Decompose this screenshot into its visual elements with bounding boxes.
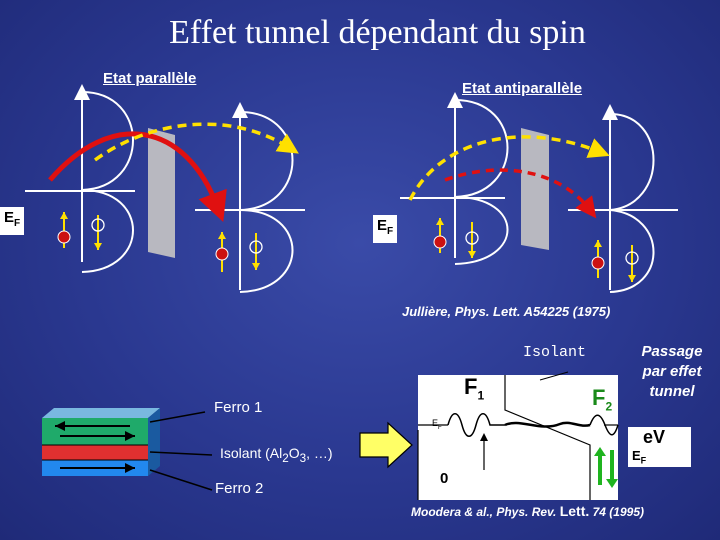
zero-label: 0 (440, 470, 449, 487)
dos-up-left-p (81, 91, 134, 191)
antiparallel-state-label: Etat antiparallèle (462, 80, 583, 97)
f2-label: F2 (592, 385, 613, 414)
ev-box (628, 427, 691, 467)
spin-down-right-p (249, 233, 263, 270)
band-box (418, 375, 618, 500)
spin-up-right-ap (591, 240, 605, 278)
big-right-arrow (359, 421, 413, 469)
dos-down-left-p (81, 189, 134, 273)
antiparallel-diagram (400, 92, 678, 293)
spin-down-left-ap (465, 222, 479, 258)
dos-down-right-p (239, 209, 294, 293)
junction-stack (42, 408, 213, 491)
ev-label: eV (643, 427, 666, 447)
barrier-antiparallel (521, 128, 549, 250)
citation-moodera: Moodera & al., Phys. Rev. Lett. 74 (1995… (411, 503, 644, 519)
f1-label: F1 (464, 374, 485, 403)
spin-up-left-ap (433, 218, 447, 253)
ef-small-label: EF (432, 418, 442, 431)
yellow-tunnel-arrow-ap (408, 135, 610, 201)
red-tunnel-arrow-ap (444, 168, 597, 219)
citation-julliere: Jullière, Phys. Lett. A54225 (1975) (402, 304, 611, 319)
parallel-state-label: Etat parallèle (103, 70, 197, 87)
layer-insulator (42, 445, 148, 460)
isolant-al2o3-label: Isolant (Al2O3, …) (220, 445, 333, 465)
ferro1-label: Ferro 1 (214, 399, 263, 416)
spin-down-left-p (91, 215, 105, 250)
spin-up-right-p (215, 232, 229, 272)
spin-up-left-p (57, 212, 71, 248)
dos-up-left-ap (454, 99, 509, 198)
ef-right-label: EF (632, 448, 647, 466)
red-tunnel-arrow-p (48, 131, 227, 223)
yellow-tunnel-arrow-p (93, 122, 299, 162)
layer-ferro1 (42, 418, 148, 445)
barrier-parallel (148, 128, 175, 258)
spin-down-right-ap (625, 245, 639, 282)
ef-label-parallel: EF (0, 207, 25, 235)
dos-down-right-ap (609, 209, 655, 293)
ef-label-antiparallel: EF (373, 215, 398, 243)
band-diagram (417, 371, 619, 500)
dos-down-left-ap (454, 196, 509, 265)
passage-label: Passage par effet tunnel (641, 343, 703, 400)
ferro2-label: Ferro 2 (215, 480, 264, 497)
parallel-diagram (25, 84, 305, 293)
dos-up-right-ap (609, 113, 655, 211)
isolant-label: Isolant (523, 344, 587, 361)
dos-up-right-p (239, 111, 294, 211)
page-title: Effet tunnel dépendant du spin (169, 14, 586, 51)
